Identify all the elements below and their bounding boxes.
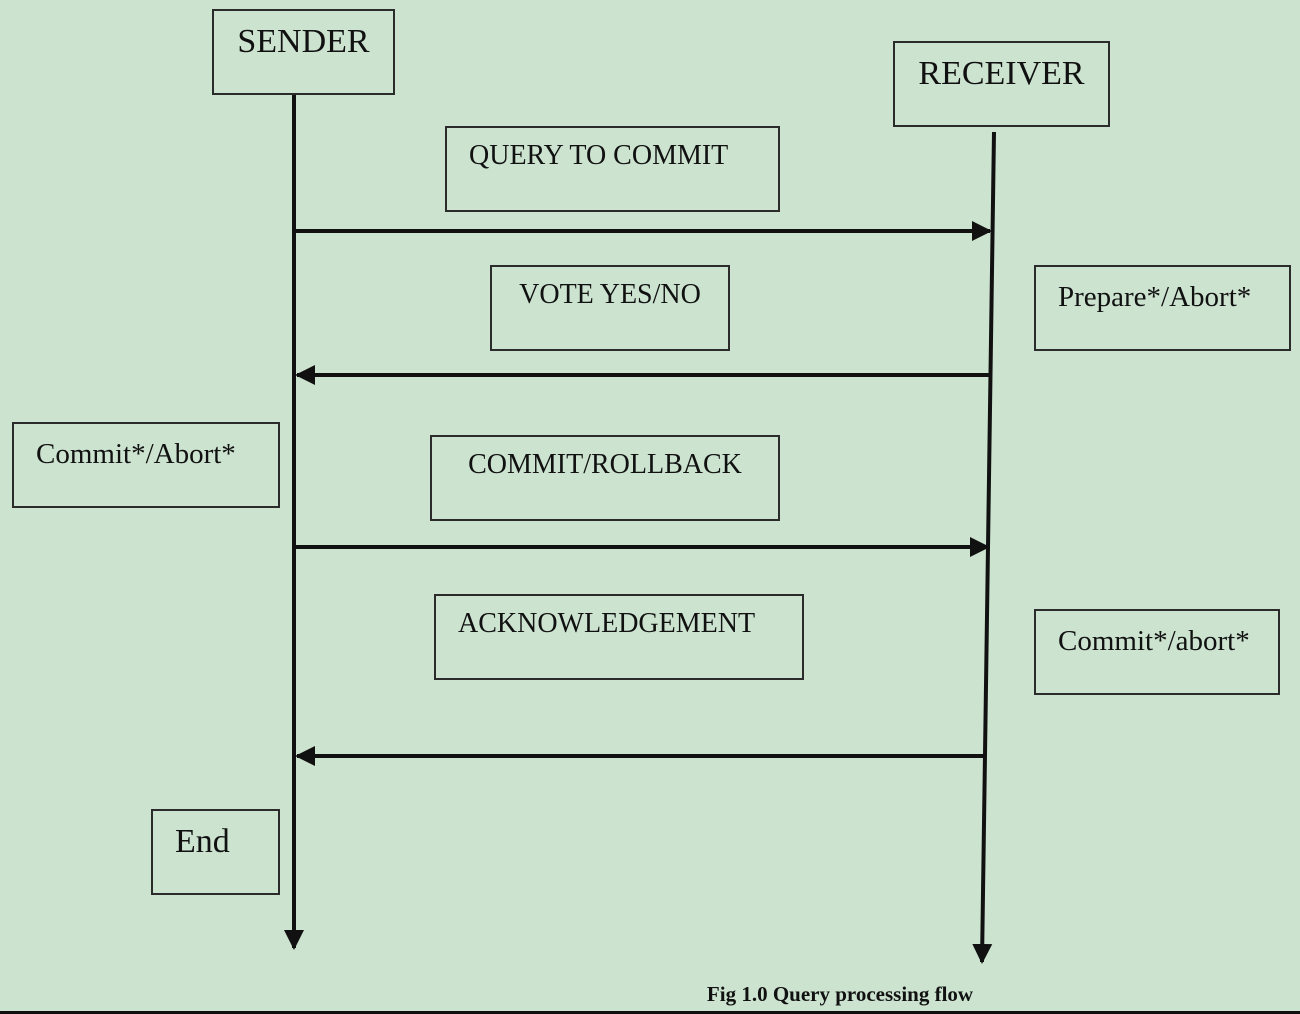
sender-end-note: End <box>151 809 280 895</box>
commit-rollback-box: COMMIT/ROLLBACK <box>430 435 780 521</box>
figure-caption: Fig 1.0 Query processing flow <box>706 982 974 1006</box>
sender-commit-note: Commit*/Abort* <box>12 422 280 508</box>
acknowledgement-box: ACKNOWLEDGEMENT <box>434 594 804 680</box>
acknowledgement-label: ACKNOWLEDGEMENT <box>458 608 756 639</box>
sender-commit-label: Commit*/Abort* <box>36 438 236 470</box>
commit-rollback-label: COMMIT/ROLLBACK <box>468 449 742 480</box>
sender-label: SENDER <box>237 23 370 60</box>
query-to-commit-box: QUERY TO COMMIT <box>445 126 780 212</box>
sender-end-label: End <box>175 823 230 860</box>
sender-box: SENDER <box>212 9 395 95</box>
query-to-commit-label: QUERY TO COMMIT <box>469 140 729 171</box>
vote-box: VOTE YES/NO <box>490 265 730 351</box>
receiver-commit-label: Commit*/abort* <box>1058 625 1250 657</box>
receiver-commit-note: Commit*/abort* <box>1034 609 1280 695</box>
vote-label: VOTE YES/NO <box>519 279 701 310</box>
receiver-label: RECEIVER <box>918 55 1085 92</box>
receiver-prepare-note: Prepare*/Abort* <box>1034 265 1291 351</box>
receiver-prepare-label: Prepare*/Abort* <box>1058 281 1252 313</box>
receiver-box: RECEIVER <box>893 41 1110 127</box>
bottom-border <box>0 1011 1300 1014</box>
